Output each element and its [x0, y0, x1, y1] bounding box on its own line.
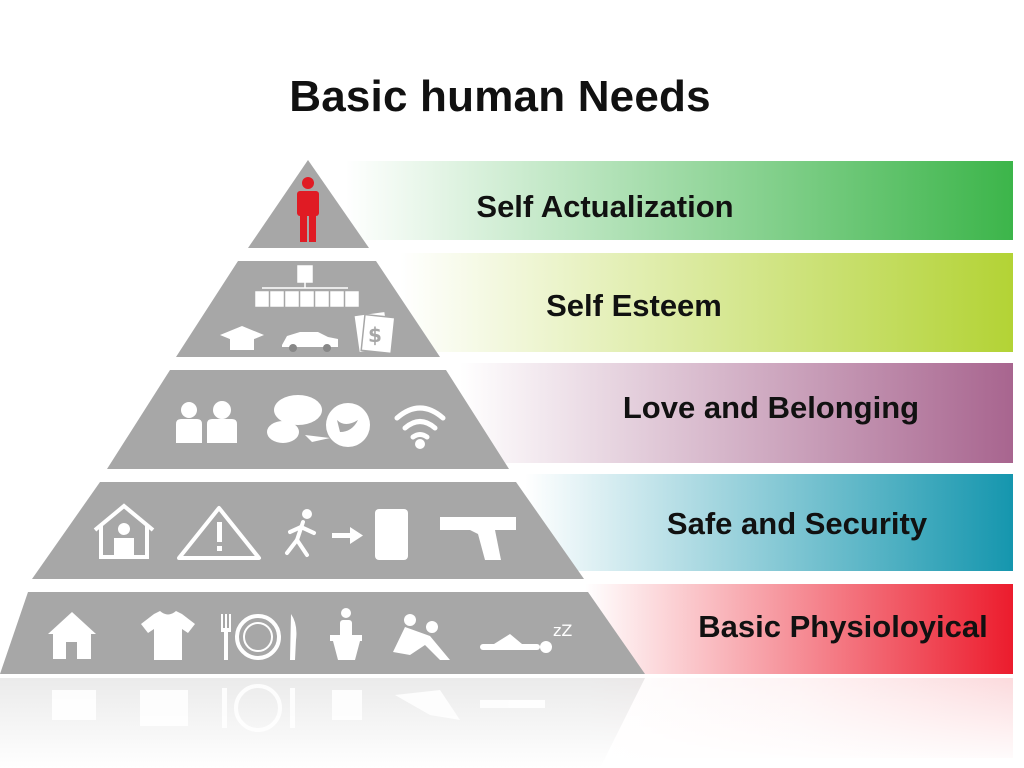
people-icon — [176, 401, 237, 443]
org-chart-icon — [255, 265, 359, 307]
snore-text: zZ — [553, 621, 572, 640]
running-person-icon — [285, 509, 316, 557]
page-title: Basic human Needs — [289, 72, 711, 121]
band-safe-security — [525, 474, 1013, 571]
bird-icon — [326, 403, 370, 447]
tier-basic-physiological — [0, 592, 645, 674]
wifi-icon — [394, 405, 446, 449]
plate-icon — [235, 614, 281, 660]
level-label-love-belonging: Love and Belonging — [623, 390, 919, 425]
police-house-icon — [93, 503, 155, 559]
car-icon — [282, 332, 338, 352]
band-basic-physiological — [585, 584, 1013, 674]
svg-text:$: $ — [368, 323, 382, 347]
person-icon — [297, 177, 319, 242]
level-label-safe-security: Safe and Security — [667, 506, 928, 541]
toilet-icon — [330, 608, 362, 660]
pistol-icon — [440, 517, 516, 560]
door-icon — [375, 509, 408, 560]
arrow-right-icon — [332, 527, 363, 544]
tshirt-icon — [141, 611, 195, 660]
chat-bubbles-icon — [267, 395, 330, 443]
graduation-cap-icon — [220, 326, 264, 350]
level-label-basic-physiological: Basic Physioloyical — [698, 609, 987, 644]
sleeping-person-icon — [480, 634, 552, 653]
couple-icon — [393, 614, 450, 660]
band-self-esteem — [400, 253, 1013, 352]
level-label-self-esteem: Self Esteem — [546, 288, 722, 323]
knife-icon — [290, 614, 297, 660]
pyramid-reflection — [0, 678, 1024, 768]
band-love-belonging — [460, 363, 1013, 463]
money-icon: $ — [354, 312, 396, 355]
fork-icon — [221, 614, 231, 660]
house-icon — [48, 612, 96, 659]
band-self-actualization — [345, 161, 1013, 240]
warning-icon — [177, 506, 261, 560]
level-label-self-actualization: Self Actualization — [476, 189, 733, 224]
